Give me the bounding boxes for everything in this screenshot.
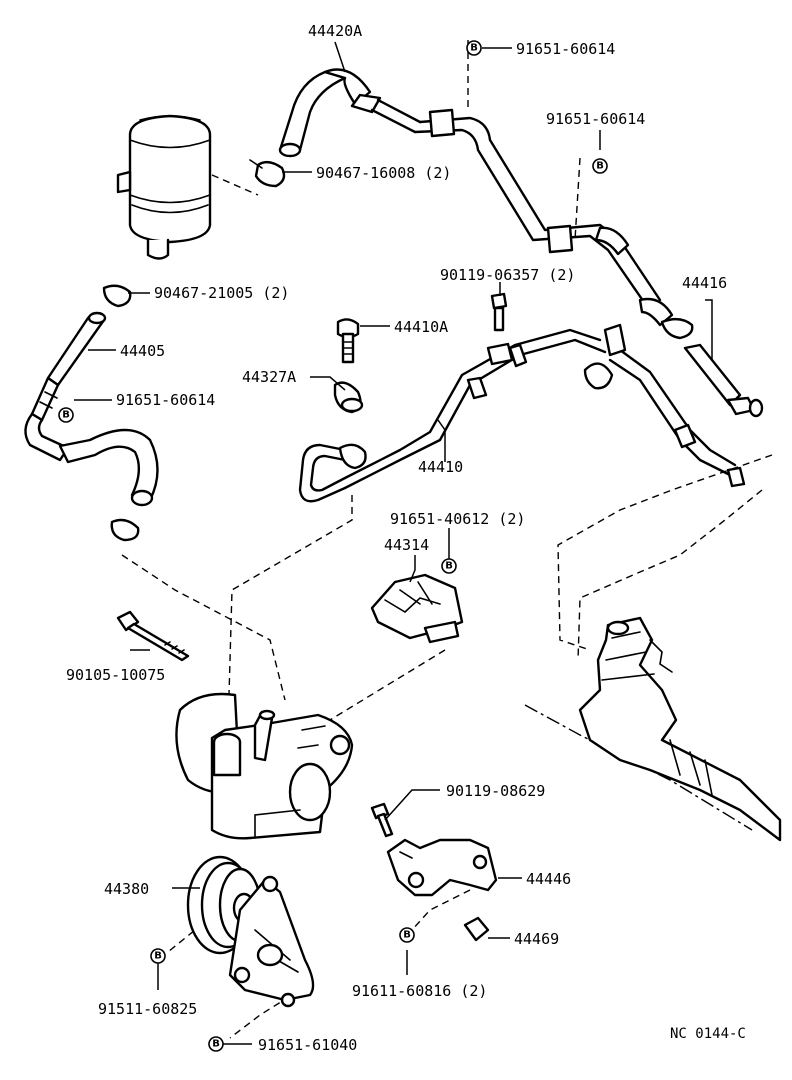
bracket-44314: [370, 573, 464, 644]
part-label-90467-21005: 90467-21005 (2): [154, 284, 289, 302]
bracket-clip-44410: [486, 342, 514, 366]
svg-text:B: B: [62, 410, 70, 421]
part-label-44410: 44410: [418, 458, 463, 476]
bolt-mark-icon: B: [150, 948, 166, 964]
part-label-91511-60825: 91511-60825: [98, 1000, 197, 1018]
part-label-44380: 44380: [104, 880, 149, 898]
part-label-44446: 44446: [526, 870, 571, 888]
hose-clamp-90467-21005: [102, 284, 132, 308]
suction-hose-44405: [24, 311, 159, 507]
bolt-mark-icon: B: [208, 1036, 224, 1052]
hose-44416: [683, 343, 764, 418]
bolt-mark-icon: B: [58, 407, 74, 423]
bolt-mark-icon: B: [592, 158, 608, 174]
part-label-91651-40612: 91651-40612 (2): [390, 510, 525, 528]
bolt-mark-icon: B: [441, 558, 457, 574]
bolt-90105-10075: [116, 610, 190, 662]
svg-text:B: B: [154, 951, 162, 962]
union-bolt-44410a: [336, 318, 360, 364]
bolt-mark-icon: B: [466, 40, 482, 56]
nut-44469: [463, 916, 490, 942]
bolt-marks: B B B B B B B: [58, 40, 608, 1052]
part-label-44469: 44469: [514, 930, 559, 948]
pressure-tube-upper: [413, 108, 674, 327]
bolt-90119-08629: [370, 802, 394, 838]
part-label-44416: 44416: [682, 274, 727, 292]
diagram-code: NC 0144-C: [670, 1026, 746, 1042]
tube-clamp-44327a: [333, 381, 364, 414]
part-label-44405: 44405: [120, 342, 165, 360]
bolt-90119-06357: [490, 292, 508, 332]
part-label-44410a: 44410A: [394, 318, 448, 336]
hose-clamp-90467-16008: [249, 159, 286, 188]
part-label-91611-60816: 91611-60816 (2): [352, 982, 487, 1000]
part-label-90119-08629: 90119-08629: [446, 782, 545, 800]
svg-text:B: B: [445, 561, 453, 572]
svg-text:B: B: [403, 930, 411, 941]
part-label-44314: 44314: [384, 536, 429, 554]
part-labels: 44420A 91651-60614 91651-60614 90467-160…: [66, 22, 746, 1054]
return-hose-44420a: [278, 68, 422, 158]
part-label-91651-60614-b: 91651-60614: [546, 110, 645, 128]
part-label-91651-61040: 91651-61040: [258, 1036, 357, 1054]
reservoir-tank: [116, 114, 212, 260]
svg-text:B: B: [596, 161, 604, 172]
pump-bracket: [228, 875, 315, 1008]
part-label-91651-60614-c: 91651-60614: [116, 391, 215, 409]
part-label-44327a: 44327A: [242, 368, 296, 386]
part-label-91651-60614-a: 91651-60614: [516, 40, 615, 58]
steering-gear: [578, 616, 782, 842]
part-label-90467-16008: 90467-16008 (2): [316, 164, 451, 182]
part-label-90105-10075: 90105-10075: [66, 666, 165, 684]
power-steering-pump: [175, 692, 354, 840]
pressure-tube-44410: [298, 323, 746, 503]
leader-lines: [74, 41, 713, 1045]
part-label-90119-06357: 90119-06357 (2): [440, 266, 575, 284]
part-label-44420a: 44420A: [308, 22, 362, 40]
hose-clamp-44416: [660, 317, 694, 340]
bracket-44446: [386, 838, 498, 897]
hose-clamp-lower-left: [110, 518, 140, 542]
bolt-mark-icon: B: [399, 927, 415, 943]
svg-text:B: B: [470, 43, 478, 54]
svg-text:B: B: [212, 1039, 220, 1050]
